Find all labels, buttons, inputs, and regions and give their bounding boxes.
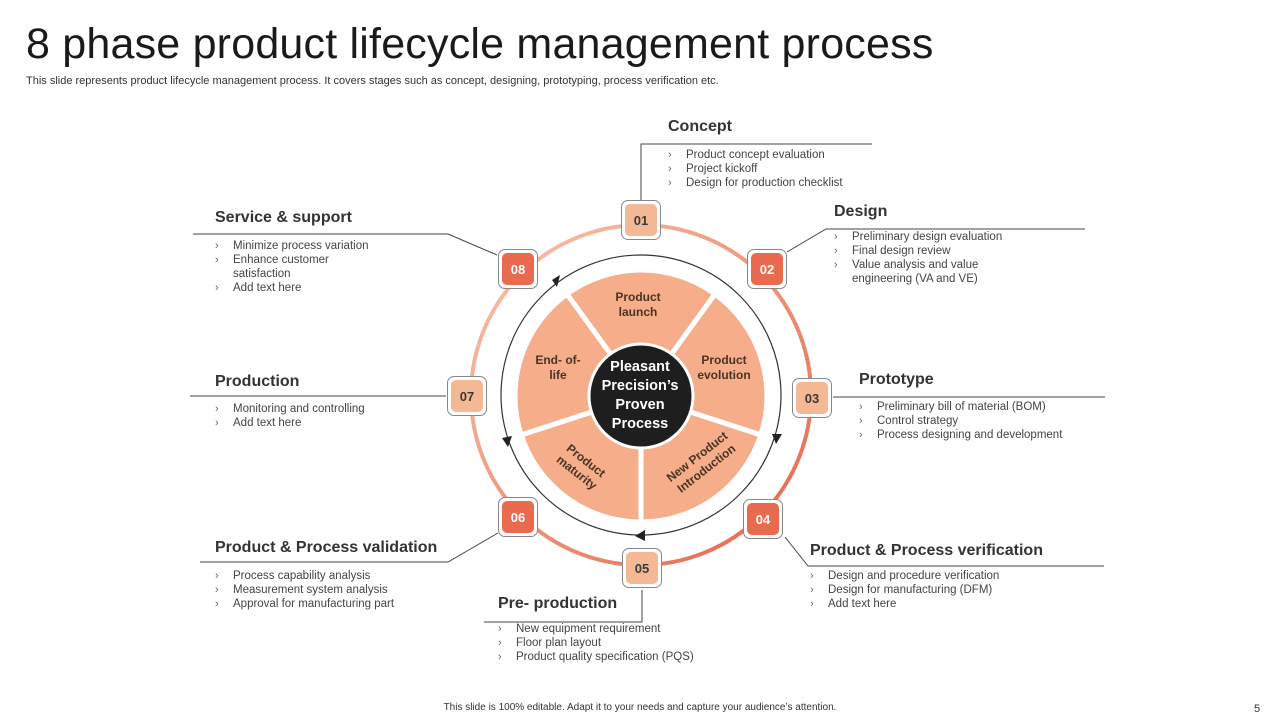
arrow-right <box>772 434 782 444</box>
list-item: Measurement system analysis <box>215 583 437 597</box>
phase-items: Preliminary bill of material (BOM) Contr… <box>859 400 1062 442</box>
phase-verification: Product & Process verification Design an… <box>810 542 1043 611</box>
phase-title: Pre- production <box>498 595 618 612</box>
list-item: Design and procedure verification <box>810 569 1043 583</box>
list-item: Preliminary bill of material (BOM) <box>859 400 1062 414</box>
list-item: Process capability analysis <box>215 569 437 583</box>
list-item: Approval for manufacturing part <box>215 597 437 611</box>
cycle-arrows <box>502 275 782 541</box>
center-label: Pleasant Precision’s Proven Process <box>590 358 690 434</box>
phase-service: Service & support Minimize process varia… <box>215 209 375 295</box>
center-line-1: Pleasant <box>610 359 670 375</box>
list-item: Floor plan layout <box>498 636 694 650</box>
phase-title: Production <box>215 373 300 390</box>
list-item: Add text here <box>810 597 1043 611</box>
phase-badge-05: 05 <box>622 548 662 588</box>
phase-items: Design and procedure verification Design… <box>810 569 1043 611</box>
page-number: 5 <box>1254 703 1261 715</box>
list-item: Product concept evaluation <box>668 148 843 162</box>
phase-items: Monitoring and controlling Add text here <box>215 402 365 430</box>
list-item: Add text here <box>215 416 365 430</box>
phase-badge-07: 07 <box>447 376 487 416</box>
phase-design: Design Preliminary design evaluation Fin… <box>834 203 1024 286</box>
list-item: Enhance customer satisfaction <box>215 253 375 281</box>
slide-subtitle: This slide represents product lifecycle … <box>26 75 719 87</box>
phase-items: Product concept evaluation Project kicko… <box>668 148 843 190</box>
phase-prototype: Prototype Preliminary bill of material (… <box>859 371 1062 442</box>
list-item: Value analysis and value engineering (VA… <box>834 258 1024 286</box>
phase-badge-02: 02 <box>747 249 787 289</box>
slide-footer: This slide is 100% editable. Adapt it to… <box>443 702 837 713</box>
list-item: New equipment requirement <box>498 622 694 636</box>
list-item: Process designing and development <box>859 428 1062 442</box>
phase-items: Preliminary design evaluation Final desi… <box>834 230 1024 286</box>
arrow-bottom <box>635 530 645 541</box>
connector-service <box>193 233 498 256</box>
phase-concept: Concept Product concept evaluation Proje… <box>668 118 843 190</box>
phase-badge-04: 04 <box>743 499 783 539</box>
segment-label-end-of-life: End- of- life <box>535 353 581 382</box>
phase-badge-01: 01 <box>621 200 661 240</box>
segment-label-evolution: Product evolution <box>697 353 751 382</box>
phase-badge-08: 08 <box>498 249 538 289</box>
list-item: Monitoring and controlling <box>215 402 365 416</box>
arrow-top-left <box>552 275 560 287</box>
phase-title: Design <box>834 203 888 220</box>
connector-validation <box>200 532 499 563</box>
list-item: Design for manufacturing (DFM) <box>810 583 1043 597</box>
segment-launch <box>563 267 719 401</box>
phase-title: Prototype <box>859 371 934 388</box>
list-item: Add text here <box>215 281 375 295</box>
center-circle <box>587 342 695 450</box>
phase-badge-03: 03 <box>792 378 832 418</box>
connector-design <box>786 228 1085 253</box>
phase-production: Production Monitoring and controlling Ad… <box>215 373 365 430</box>
center-line-3: Proven <box>615 397 665 413</box>
arrow-left <box>502 436 512 447</box>
phase-preproduction: Pre- production New equipment requiremen… <box>498 595 694 664</box>
phase-items: Process capability analysis Measurement … <box>215 569 437 611</box>
center-line-4: Process <box>611 416 669 432</box>
phase-validation: Product & Process validation Process cap… <box>215 539 437 611</box>
phase-title: Concept <box>668 118 732 135</box>
connector-verification <box>784 536 1104 567</box>
phase-title: Service & support <box>215 209 352 226</box>
connector-concept <box>640 143 872 200</box>
list-item: Project kickoff <box>668 162 843 176</box>
list-item: Preliminary design evaluation <box>834 230 1024 244</box>
phase-items: Minimize process variation Enhance custo… <box>215 239 375 295</box>
phase-items: New equipment requirement Floor plan lay… <box>498 622 694 664</box>
phase-title: Product & Process verification <box>810 542 1043 559</box>
list-item: Design for production checklist <box>668 176 843 190</box>
list-item: Minimize process variation <box>215 239 375 253</box>
center-line-2: Precision’s <box>601 378 679 394</box>
segment-label-launch: Product launch <box>615 290 661 319</box>
list-item: Product quality specification (PQS) <box>498 650 694 664</box>
phase-badge-06: 06 <box>498 497 538 537</box>
phase-title: Product & Process validation <box>215 539 438 556</box>
slide-title: 8 phase product lifecycle management pro… <box>26 20 934 68</box>
list-item: Final design review <box>834 244 1024 258</box>
list-item: Control strategy <box>859 414 1062 428</box>
